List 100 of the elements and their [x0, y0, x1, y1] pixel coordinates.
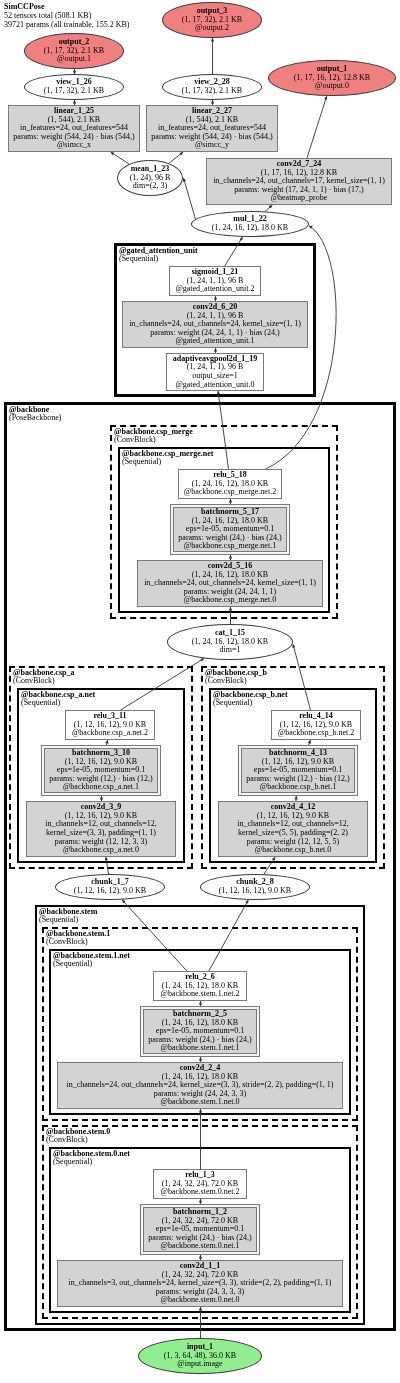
node-detail: in_channels=12, out_channels=12, kernel_size=(5, 5), padding=(2, 2): [236, 820, 350, 837]
cluster-subtitle: (ConvBlock): [46, 938, 88, 947]
node-detail: @backbone.csp_b.net.1: [259, 783, 337, 792]
node-title: adaptiveavgpool2d_1_19: [172, 354, 258, 364]
node-title: chunk_2_8: [236, 878, 274, 887]
node-title: output_1: [316, 65, 348, 74]
layer-box: [218, 801, 368, 857]
arrow: [198, 1198, 203, 1205]
node-detail: @simcc_x: [57, 141, 91, 150]
function-box: [169, 266, 261, 296]
node-detail: params: weight (24, 24, 1, 1) · bias (24,): [150, 328, 280, 338]
node-detail: in_channels=3, out_channels=24, kernel_size=(3, 3), stride=(2, 2), padding=(1, 1): [68, 1279, 332, 1288]
arrow: [210, 99, 215, 106]
node-detail: @simcc_y: [195, 141, 229, 150]
layer-box: [57, 1062, 343, 1109]
module-cluster: [209, 688, 377, 863]
layer-box: [41, 745, 161, 796]
node-title: view_1_26: [56, 78, 92, 87]
node-detail: @output.0: [315, 82, 349, 91]
arrow: [105, 739, 109, 746]
node-title: mul_1_22: [233, 215, 267, 224]
node-detail: @backbone.stem.0.net.0: [160, 1296, 240, 1305]
node-detail: @backbone.csp_a.net.2: [72, 729, 148, 738]
module-cluster: [118, 447, 330, 613]
node-detail: eps=1e-05, momentum=0.1: [253, 766, 343, 775]
operation-ellipse: [191, 211, 309, 237]
node-detail: (1, 17, 32), 2.1 KB: [43, 46, 105, 55]
layer-box: [238, 745, 358, 796]
node-detail: params: weight (12, 12, 5, 5): [246, 837, 340, 847]
node-detail: (1, 12, 16, 12), 9.0 KB: [218, 887, 292, 896]
node-detail: (1, 12, 16, 12), 9.0 KB: [261, 757, 335, 767]
node-detail: @backbone.csp_merge.net.2: [183, 488, 277, 497]
arrow: [198, 1254, 203, 1261]
cluster-title: @backbone.stem.0: [46, 1128, 111, 1137]
arrow: [72, 99, 77, 106]
node-detail: (1, 24, 16, 12), 18.0 KB: [191, 479, 269, 489]
module-cluster: [35, 905, 365, 1325]
cluster-title: @backbone.csp_b.net: [213, 691, 288, 700]
node-detail: dim=1: [219, 646, 241, 655]
node-title: conv2d_1_1: [179, 1262, 221, 1271]
cluster-subtitle: (Sequential): [53, 1158, 93, 1167]
node-detail: params: weight (24,) · bias (24,): [178, 533, 282, 543]
node-title: batchnorm_3_10: [72, 749, 130, 758]
module-cluster: [114, 243, 316, 397]
cluster-subtitle: (Sequential): [53, 960, 93, 969]
node-detail: (1, 24, 16, 12), 18.0 KB: [161, 1072, 239, 1082]
node-title: cat_1_15: [214, 629, 246, 638]
node-detail: in_channels=12, out_channels=12, kernel_size=(3, 3), padding=(1, 1): [44, 820, 158, 837]
cluster-title: @backbone.csp_b: [205, 669, 267, 678]
node-detail: (1, 24, 1, 1), 96 B: [186, 311, 244, 321]
node-detail: params: weight (544, 24) · bias (544,): [13, 132, 135, 142]
node-detail: (1, 12, 16, 12), 9.0 KB: [279, 720, 353, 730]
node-detail: @backbone.csp_b.net.0: [254, 846, 332, 855]
node-detail: @heatmap_probe: [270, 194, 328, 203]
node-detail: (1, 24, 16, 12), 18.0 KB: [211, 224, 289, 233]
node-detail: params: weight (24,) · bias (24,): [148, 1035, 252, 1045]
node-detail: in_channels=24, out_channels=24, kernel_size=(1, 1): [144, 579, 316, 588]
node-detail: (1, 12, 16, 12), 9.0 KB: [64, 811, 138, 821]
cluster-subtitle: (ConvBlock): [46, 1136, 88, 1145]
cluster-subtitle: (Sequential): [39, 916, 79, 925]
node-title: conv2d_7_24: [276, 160, 322, 169]
module-cluster: [49, 1147, 351, 1313]
node-detail: (1, 17, 16, 12), 12.8 KB: [293, 73, 371, 82]
cluster-subtitle: (ConvBlock): [13, 677, 55, 686]
node-detail: @backbone.stem.0.net.2: [160, 1188, 240, 1197]
cluster-title: @gated_attention_unit: [119, 247, 198, 256]
node-detail: @gated_attention_unit.1: [175, 337, 255, 346]
cluster-subtitle: (ConvBlock): [205, 677, 247, 686]
layer-box: [140, 1006, 260, 1057]
node-title: conv2d_6_20: [192, 303, 238, 312]
module-cluster: [110, 425, 338, 619]
node-detail: (1, 24, 16, 12), 18.0 KB: [161, 981, 239, 991]
module-cluster: [17, 688, 185, 863]
node-detail: params: weight (12, 12, 3, 3): [54, 837, 148, 847]
node-detail: @output.2: [195, 24, 229, 33]
layer-box: [140, 1204, 260, 1255]
cluster-title: @backbone.stem: [39, 908, 98, 917]
node-title: linear_1_25: [54, 107, 94, 116]
node-detail: (1, 17, 32), 2.1 KB: [181, 87, 243, 96]
layer-box: [57, 1260, 343, 1307]
cluster-subtitle: (Sequential): [122, 458, 162, 467]
node-detail: eps=1e-05, momentum=0.1: [56, 766, 146, 775]
node-detail: @backbone.stem.1.net.0: [160, 1098, 240, 1107]
module-cluster: [4, 402, 396, 1331]
node-detail: (1, 544), 2.1 KB: [185, 115, 239, 125]
module-cluster: [9, 666, 193, 869]
cluster-title: @backbone.csp_merge: [114, 428, 193, 437]
cluster-title: @backbone.csp_a: [13, 669, 75, 678]
cluster-subtitle: (PoseBackbone): [9, 414, 62, 423]
cluster-subtitle: (Sequential): [21, 699, 61, 708]
node-detail: @gated_attention_unit.0: [175, 380, 255, 390]
layer-box: [170, 504, 290, 555]
node-detail: (1, 24, 1, 1), 96 B: [186, 276, 244, 286]
node-detail: @backbone.csp_b.net.2: [277, 729, 355, 738]
operation-ellipse: [117, 160, 183, 196]
node-detail: params: weight (544, 24) · bias (544,): [151, 132, 273, 142]
node-title: linear_2_27: [192, 107, 232, 116]
layer-box: [146, 105, 278, 152]
node-detail: params: weight (12,) · bias (12,): [49, 774, 153, 784]
function-box: [153, 1169, 247, 1199]
